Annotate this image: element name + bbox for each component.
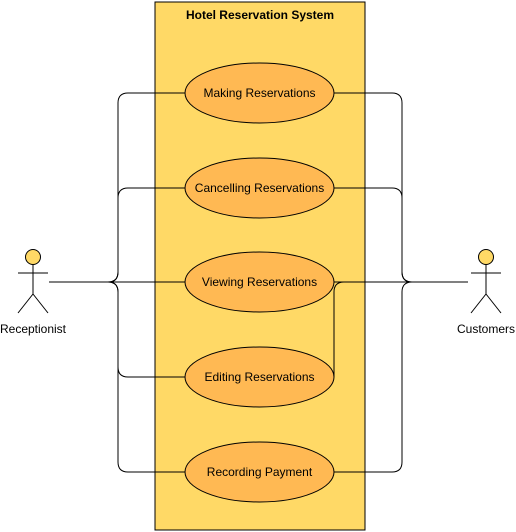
actor-receptionist[interactable] (17, 249, 49, 314)
use-case-ellipse (184, 346, 335, 408)
connector-receptionist-recording (49, 281, 185, 473)
connector-customers-recording (334, 281, 468, 473)
use-case-recording-payment[interactable]: Recording Payment (184, 441, 335, 503)
use-case-label: Editing Reservations (204, 370, 314, 384)
use-case-ellipse (184, 251, 335, 313)
use-case-label: Making Reservations (203, 86, 315, 100)
use-case-cancelling-reservations[interactable]: Cancelling Reservations (184, 157, 335, 219)
connector-customers-editing (333, 281, 468, 377)
use-case-label: Viewing Reservations (202, 275, 317, 289)
receptionist-connectors (49, 92, 185, 473)
actor-right-leg (485, 293, 502, 314)
actor-label-customers: Customers (457, 322, 515, 336)
use-case-ellipse (184, 62, 335, 124)
actor-head-icon (478, 249, 494, 265)
use-case-ellipse (184, 157, 335, 219)
actor-right-leg (32, 293, 49, 314)
customers-connectors (333, 92, 468, 473)
actor-label-receptionist: Receptionist (0, 322, 67, 336)
use-case-ellipse (184, 441, 335, 503)
connector-customers-cancelling (334, 187, 468, 283)
use-case-label: Recording Payment (207, 465, 313, 479)
actor-left-leg (470, 293, 487, 314)
use-case-editing-reservations[interactable]: Editing Reservations (184, 346, 335, 408)
use-case-label: Cancelling Reservations (195, 181, 324, 195)
actor-customers[interactable] (470, 249, 502, 314)
use-case-making-reservations[interactable]: Making Reservations (184, 62, 335, 124)
system-title: Hotel Reservation System (186, 8, 334, 22)
connector-receptionist-cancelling (49, 187, 185, 283)
use-case-viewing-reservations[interactable]: Viewing Reservations (184, 251, 335, 313)
actor-head-icon (25, 249, 41, 265)
actor-left-leg (17, 293, 34, 314)
